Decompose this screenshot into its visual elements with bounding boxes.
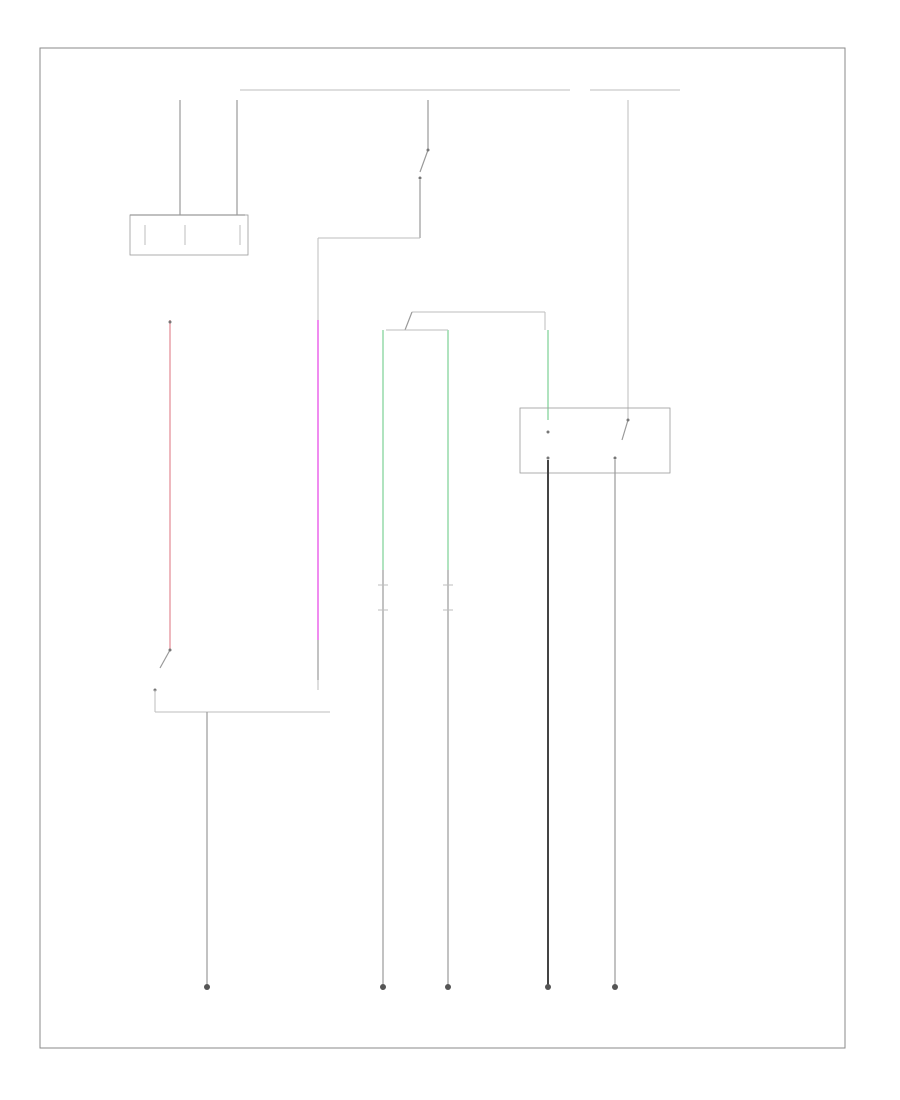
ground-4 [545, 984, 551, 990]
pink-wire-top-terminal [168, 320, 172, 324]
component-green-1 [378, 570, 388, 985]
diagram-frame [39, 47, 846, 1049]
fuse-block-left [129, 100, 249, 256]
ground-2 [380, 984, 386, 990]
relay-box [519, 407, 671, 474]
ground-5 [612, 984, 618, 990]
brake-switch-top [318, 100, 430, 239]
junction-switch [386, 311, 546, 331]
ground-3 [445, 984, 451, 990]
ground-1 [204, 984, 210, 990]
component-green-2 [443, 570, 453, 985]
left-lower-switch [153, 648, 330, 985]
